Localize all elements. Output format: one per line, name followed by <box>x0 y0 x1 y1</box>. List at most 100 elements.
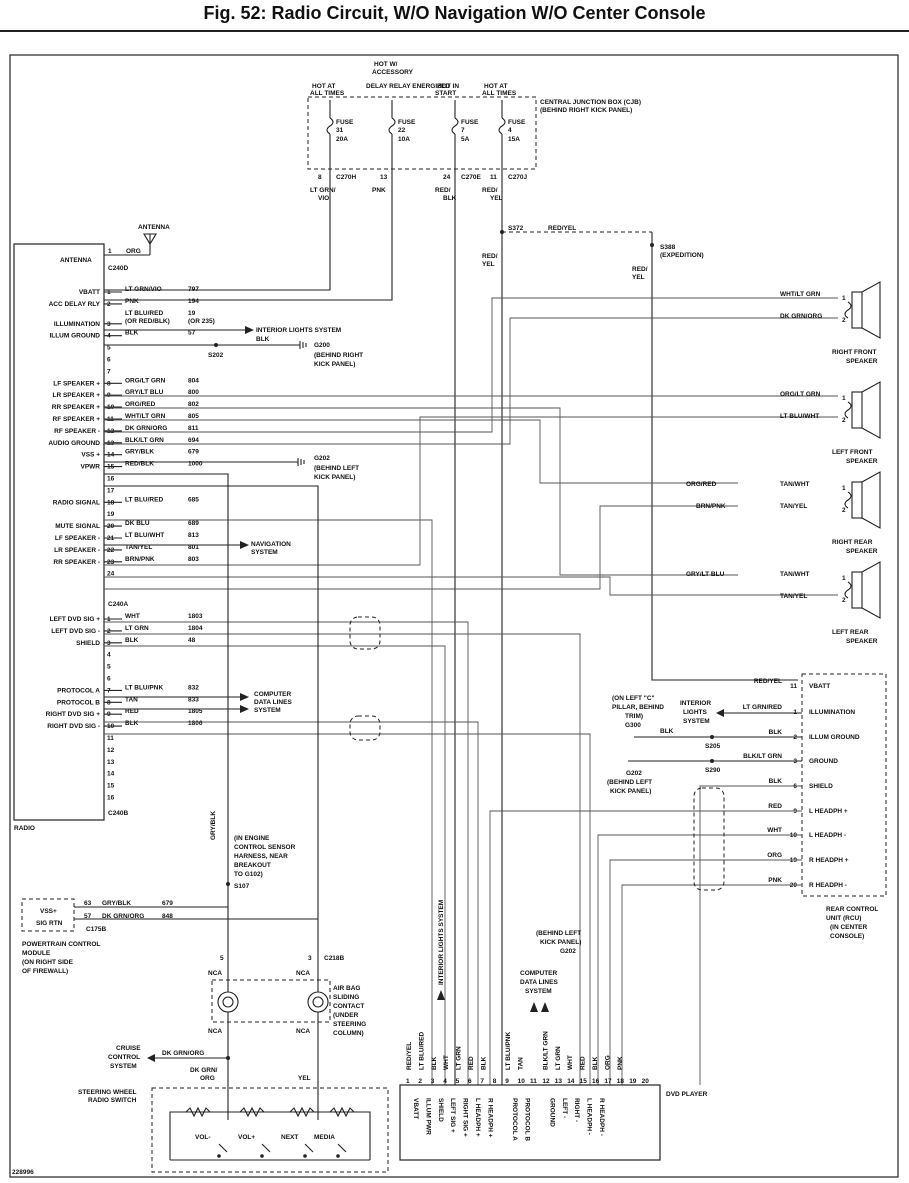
radio-pin-row: 12 <box>107 747 115 754</box>
g300-note1: (ON LEFT "C" <box>612 695 655 702</box>
fuse-word: FUSE <box>336 119 354 126</box>
rcu-pin-name: GROUND <box>809 758 838 765</box>
engine-note3: HARNESS, NEAR <box>234 853 288 860</box>
radio-pin-number: 11 <box>107 735 114 742</box>
clock-label4: (UNDER <box>333 1012 359 1019</box>
dvd-wire-color: RED/YEL <box>406 1042 413 1070</box>
radio-pin-name: ACC DELAY RLY <box>49 301 101 308</box>
speaker-pin1: 1 <box>842 575 846 582</box>
dvd-wire-color: BLK <box>480 1056 487 1070</box>
radio-pin-number: 24 <box>107 571 115 578</box>
nav-label2: SYSTEM <box>251 549 278 556</box>
radio-pin-name: VSS + <box>81 452 100 459</box>
steering-switch-box <box>151 1087 389 1173</box>
dvd-pin-function: LEFT SIG + <box>449 1098 456 1133</box>
radio-pin-name: RF SPEAKER + <box>53 416 101 423</box>
rcu-g202: G202 <box>626 770 642 777</box>
dvd-pin-number: 18 <box>617 1078 625 1085</box>
clock-pin-l: 5 <box>220 955 224 962</box>
fuse-amp: 10A <box>398 136 410 143</box>
dvd-pin-number: 3 <box>431 1078 435 1085</box>
radio-pin-name: LR SPEAKER - <box>54 547 100 554</box>
radio-pin-name: PROTOCOL B <box>57 699 100 706</box>
radio-pin-name: RIGHT DVD SIG - <box>47 723 100 730</box>
s372-label: S372 <box>508 225 524 232</box>
dvd-pin-function: R HEADPH + <box>486 1098 493 1138</box>
radio-pin-number: 6 <box>107 676 111 683</box>
rcu-pin-number: 9 <box>793 808 797 815</box>
dvd-signal-wiring: GRY/BLK (IN ENGINE CONTROL SENSOR HARNES… <box>104 473 591 1085</box>
dvd-wire-color: BLK <box>431 1056 438 1070</box>
speaker-pin1: 1 <box>842 395 846 402</box>
radio-pin-name: RADIO SIGNAL <box>53 499 100 506</box>
speaker-name1: RIGHT FRONT <box>832 349 876 356</box>
s205-label: S205 <box>705 743 721 750</box>
gry-blk-vertical: GRY/BLK <box>210 811 217 840</box>
rcu-pin-name: L HEADPH - <box>809 832 846 839</box>
fuse-pin: 11 <box>490 174 497 181</box>
pcm-wiring: VSS+ SIG RTN 63 57 GRY/BLK DK GRN/ORG 67… <box>22 900 318 975</box>
radio-circuit-number: 194 <box>188 298 199 305</box>
speaker-in1: GRY/LT BLU <box>686 571 725 578</box>
clock-label1: AIR BAG <box>333 985 360 992</box>
radio-circuit-number: 802 <box>188 401 199 408</box>
radio-pin-name: LR SPEAKER + <box>53 392 101 399</box>
dvd-cdl2: DATA LINES <box>520 979 558 986</box>
rcu-label3: (IN CENTER <box>830 924 868 931</box>
dvd-pin-number: 13 <box>555 1078 563 1085</box>
radio-wire-color: BLK <box>125 330 139 337</box>
outer-border <box>9 54 899 1178</box>
rcu-interior3: SYSTEM <box>683 718 710 725</box>
fuse-wire2: BLK <box>443 195 457 202</box>
dvd-wire-color: BLK/LT GRN <box>542 1031 549 1070</box>
speaker-wire2: DK GRN/ORG <box>780 313 822 320</box>
rcu-pin-name: ILLUM GROUND <box>809 734 860 741</box>
radio-wire-color: RED <box>125 708 139 715</box>
radio-circuit-number: 685 <box>188 496 199 503</box>
radio-circuit-number: 57 <box>188 330 196 337</box>
fuse-hot1: HOT IN <box>437 83 459 90</box>
radio-wire-color: WHT <box>125 613 140 620</box>
speaker-in1: ORG/RED <box>686 481 717 488</box>
cdl-label3: SYSTEM <box>254 707 281 714</box>
radio-circuit-number: 813 <box>188 532 199 539</box>
radio-pin-name: RF SPEAKER - <box>54 428 100 435</box>
s388-note: (EXPEDITION) <box>660 252 704 259</box>
fuse-wire1: RED/ <box>482 187 498 194</box>
engine-note5: TO G102) <box>234 871 263 878</box>
radio-pin-name: RIGHT DVD SIG + <box>46 711 101 718</box>
pcm-pin1: 63 <box>84 900 92 907</box>
dvd-pin-number: 9 <box>505 1078 509 1085</box>
dvd-pin-function: PROTOCOL B <box>524 1098 531 1141</box>
fuse-word: FUSE <box>508 119 526 126</box>
radio-circuit-number: 1804 <box>188 625 203 632</box>
dvd-pin-function: L HEADPH + <box>474 1098 481 1137</box>
dvd-pin-number: 10 <box>518 1078 526 1085</box>
radio-wire-color: ORG/RED <box>125 401 156 408</box>
radio-wire-color: DK BLU <box>125 520 150 527</box>
clock-pin-r: 3 <box>308 955 312 962</box>
ground-symbol-g202 <box>297 458 305 466</box>
antenna-wire-color: ORG <box>126 248 141 255</box>
fuse-hot2: ALL TIMES <box>482 90 517 97</box>
radio-circuit-number: 19 <box>188 310 196 317</box>
s372-down2: YEL <box>482 261 495 268</box>
rcu-interior1: INTERIOR <box>680 700 711 707</box>
radio-pin-number: 12 <box>107 747 115 754</box>
pcm-conn: C175B <box>86 926 107 933</box>
radio-pin-row: 7 <box>107 368 111 375</box>
radio-pin-number: 5 <box>107 345 111 352</box>
